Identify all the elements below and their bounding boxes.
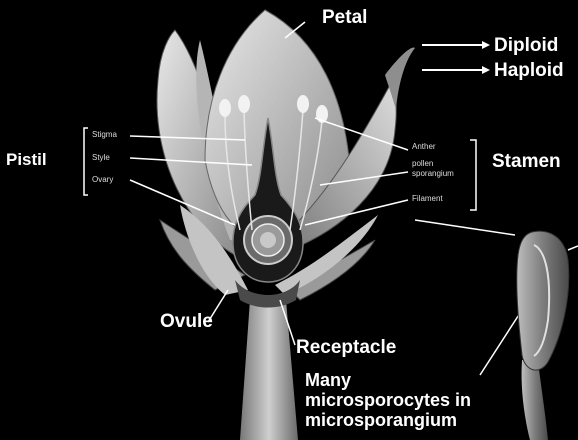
label-filament: Filament [412, 195, 443, 203]
label-anther-sporangium-2: sporangium [412, 170, 454, 178]
label-stigma: Stigma [92, 131, 117, 139]
caption-line-3: microsporangium [305, 410, 505, 430]
label-stamen: Stamen [492, 152, 561, 171]
label-ovule: Ovule [160, 312, 213, 331]
label-ovary: Ovary [92, 176, 113, 184]
stamen-detail-anther [517, 231, 569, 370]
label-anther: Anther [412, 143, 436, 151]
label-receptacle: Receptacle [296, 338, 396, 357]
caption-line-2: microsporocytes in [305, 390, 505, 410]
legend-arrows [422, 41, 490, 74]
label-style: Style [92, 154, 110, 162]
label-petal: Petal [322, 8, 367, 27]
caption-line-1: Many [305, 370, 505, 390]
label-pistil: Pistil [6, 151, 47, 168]
legend-haploid: Haploid [494, 61, 564, 80]
label-anther-sporangium-1: pollen [412, 160, 433, 168]
stem [240, 300, 298, 440]
legend-diploid: Diploid [494, 36, 558, 55]
stamen-bracket [470, 140, 476, 210]
stamen-detail-filament [522, 360, 548, 440]
pistil-bracket [84, 128, 88, 195]
caption-microsporocytes: Many microsporocytes in microsporangium [305, 370, 505, 430]
